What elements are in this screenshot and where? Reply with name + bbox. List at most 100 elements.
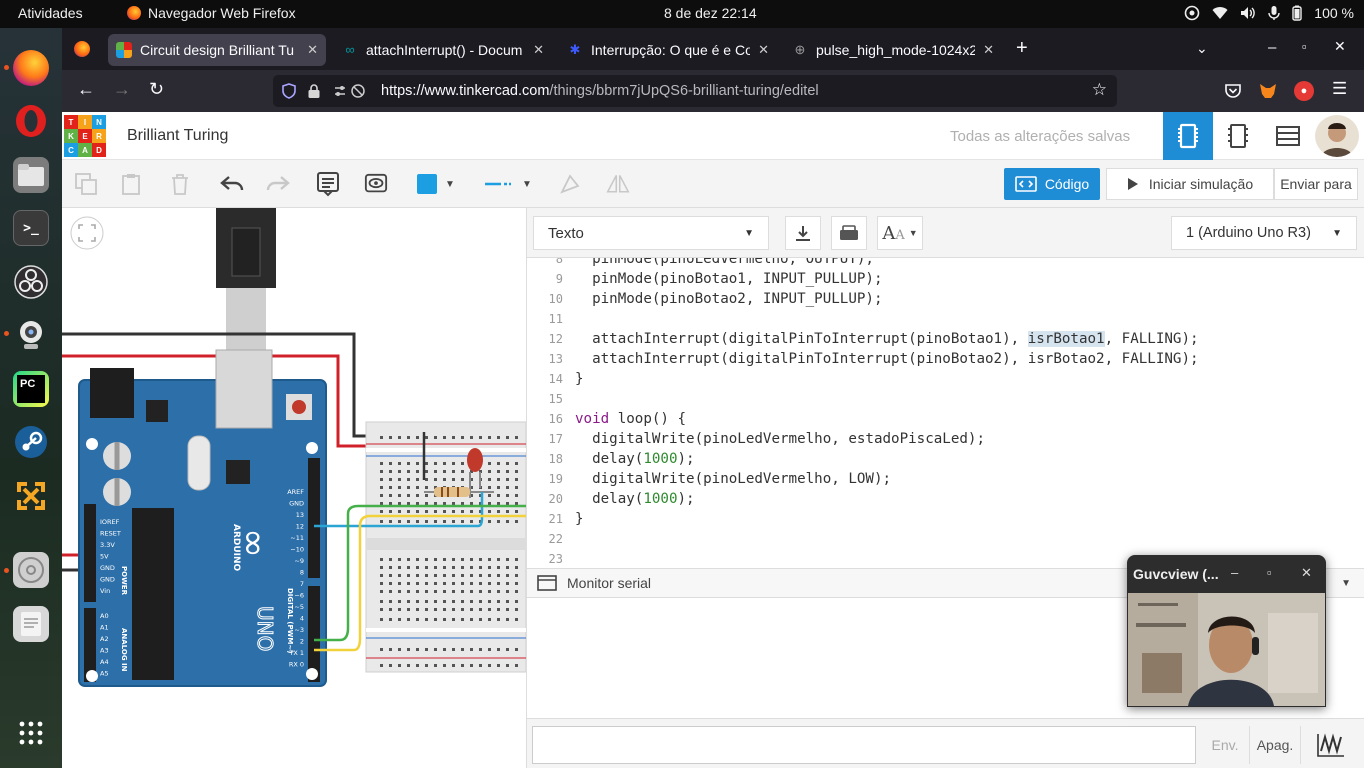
breadboard-hole[interactable] [425, 436, 428, 439]
tracking-shield-icon[interactable] [281, 83, 297, 99]
breadboard-hole[interactable] [506, 574, 509, 577]
breadboard-hole[interactable] [497, 436, 500, 439]
breadboard-hole[interactable] [398, 600, 401, 603]
breadboard-hole[interactable] [461, 520, 464, 523]
breadboard-hole[interactable] [416, 510, 419, 513]
breadboard-hole[interactable] [380, 574, 383, 577]
breadboard-hole[interactable] [416, 558, 419, 561]
breadboard-hole[interactable] [497, 478, 500, 481]
breadboard-hole[interactable] [425, 510, 428, 513]
permissions-icon[interactable] [333, 83, 367, 99]
breadboard-hole[interactable] [515, 608, 518, 611]
guv-close-button[interactable]: ✕ [1301, 565, 1312, 580]
breadboard-hole[interactable] [398, 648, 401, 651]
clock[interactable]: 8 de dez 22:14 [664, 5, 757, 21]
breadboard-hole[interactable] [515, 590, 518, 593]
serial-clear-button[interactable]: Apag. [1249, 726, 1301, 764]
breadboard-hole[interactable] [488, 494, 491, 497]
wire-yellow[interactable] [314, 514, 526, 652]
breadboard-hole[interactable] [380, 462, 383, 465]
breadboard-hole[interactable] [479, 436, 482, 439]
breadboard-hole[interactable] [488, 502, 491, 505]
breadboard-hole[interactable] [470, 582, 473, 585]
activities-button[interactable]: Atividades [18, 5, 83, 21]
breadboard-hole[interactable] [407, 436, 410, 439]
guv-minimize-button[interactable]: – [1231, 565, 1239, 580]
dock-terminal-icon[interactable]: >_ [13, 210, 49, 246]
breadboard-hole[interactable] [407, 648, 410, 651]
breadboard-hole[interactable] [506, 582, 509, 585]
breadboard-hole[interactable] [425, 502, 428, 505]
breadboard-hole[interactable] [515, 600, 518, 603]
breadboard-hole[interactable] [398, 566, 401, 569]
tab-pulse-high-mode[interactable]: ⊕ pulse_high_mode-1024x2 ✕ [784, 34, 1002, 66]
breadboard-hole[interactable] [497, 648, 500, 651]
serial-plotter-button[interactable] [1313, 726, 1349, 764]
breadboard-hole[interactable] [407, 486, 410, 489]
breadboard-hole[interactable] [416, 494, 419, 497]
breadboard-hole[interactable] [506, 520, 509, 523]
reload-icon[interactable]: ↻ [149, 79, 165, 99]
breadboard-hole[interactable] [398, 590, 401, 593]
breadboard-hole[interactable] [389, 494, 392, 497]
breadboard-hole[interactable] [416, 520, 419, 523]
minimize-window-button[interactable]: – [1268, 39, 1277, 56]
breadboard-hole[interactable] [461, 478, 464, 481]
breadboard-hole[interactable] [416, 590, 419, 593]
breadboard-hole[interactable] [497, 608, 500, 611]
code-line[interactable]: 22 [527, 529, 1364, 549]
close-tab-icon[interactable]: ✕ [758, 42, 769, 57]
wire-style-dropdown[interactable]: ▼ [476, 172, 538, 196]
breadboard-hole[interactable] [479, 590, 482, 593]
breadboard-hole[interactable] [506, 600, 509, 603]
code-line[interactable]: 13 attachInterrupt(digitalPinToInterrupt… [527, 349, 1364, 369]
breadboard-hole[interactable] [425, 566, 428, 569]
breadboard-hole[interactable] [497, 502, 500, 505]
breadboard-hole[interactable] [434, 436, 437, 439]
tab-interrupcao[interactable]: ✱ Interrupção: O que é e Co ✕ [559, 34, 777, 66]
close-tab-icon[interactable]: ✕ [983, 42, 994, 57]
breadboard-hole[interactable] [434, 558, 437, 561]
breadboard-hole[interactable] [389, 582, 392, 585]
serial-input[interactable] [532, 726, 1196, 764]
app-grid-icon[interactable] [13, 715, 49, 751]
breadboard-hole[interactable] [452, 648, 455, 651]
breadboard-hole[interactable] [488, 566, 491, 569]
breadboard-hole[interactable] [380, 600, 383, 603]
breadboard-hole[interactable] [497, 510, 500, 513]
dock-text-editor-icon[interactable] [13, 606, 49, 642]
breadboard-hole[interactable] [416, 608, 419, 611]
breadboard-hole[interactable] [443, 436, 446, 439]
breadboard-hole[interactable] [434, 470, 437, 473]
breadboard-hole[interactable] [497, 582, 500, 585]
breadboard-hole[interactable] [515, 510, 518, 513]
breadboard-hole[interactable] [434, 502, 437, 505]
breadboard-hole[interactable] [398, 520, 401, 523]
breadboard-hole[interactable] [470, 494, 473, 497]
breadboard-hole[interactable] [407, 608, 410, 611]
dock-files-icon[interactable] [13, 157, 49, 193]
breadboard-hole[interactable] [479, 582, 482, 585]
lock-icon[interactable] [307, 83, 321, 99]
breadboard-hole[interactable] [389, 502, 392, 505]
breadboard-hole[interactable] [380, 664, 383, 667]
metamask-extension-icon[interactable] [1258, 81, 1278, 101]
volume-icon[interactable] [1240, 6, 1256, 20]
breadboard-hole[interactable] [416, 486, 419, 489]
breadboard-hole[interactable] [398, 478, 401, 481]
breadboard-hole[interactable] [515, 618, 518, 621]
fit-view-icon[interactable] [70, 216, 104, 250]
code-line[interactable]: 10 pinMode(pinoBotao2, INPUT_PULLUP); [527, 289, 1364, 309]
breadboard-hole[interactable] [461, 502, 464, 505]
breadboard-hole[interactable] [425, 520, 428, 523]
breadboard-hole[interactable] [506, 478, 509, 481]
breadboard-hole[interactable] [425, 582, 428, 585]
breadboard-hole[interactable] [515, 502, 518, 505]
breadboard-hole[interactable] [479, 502, 482, 505]
battery-icon[interactable] [1292, 5, 1302, 21]
breadboard-hole[interactable] [407, 590, 410, 593]
copy-icon[interactable] [74, 172, 98, 196]
breadboard-hole[interactable] [470, 470, 473, 473]
breadboard-hole[interactable] [443, 600, 446, 603]
breadboard-hole[interactable] [443, 648, 446, 651]
